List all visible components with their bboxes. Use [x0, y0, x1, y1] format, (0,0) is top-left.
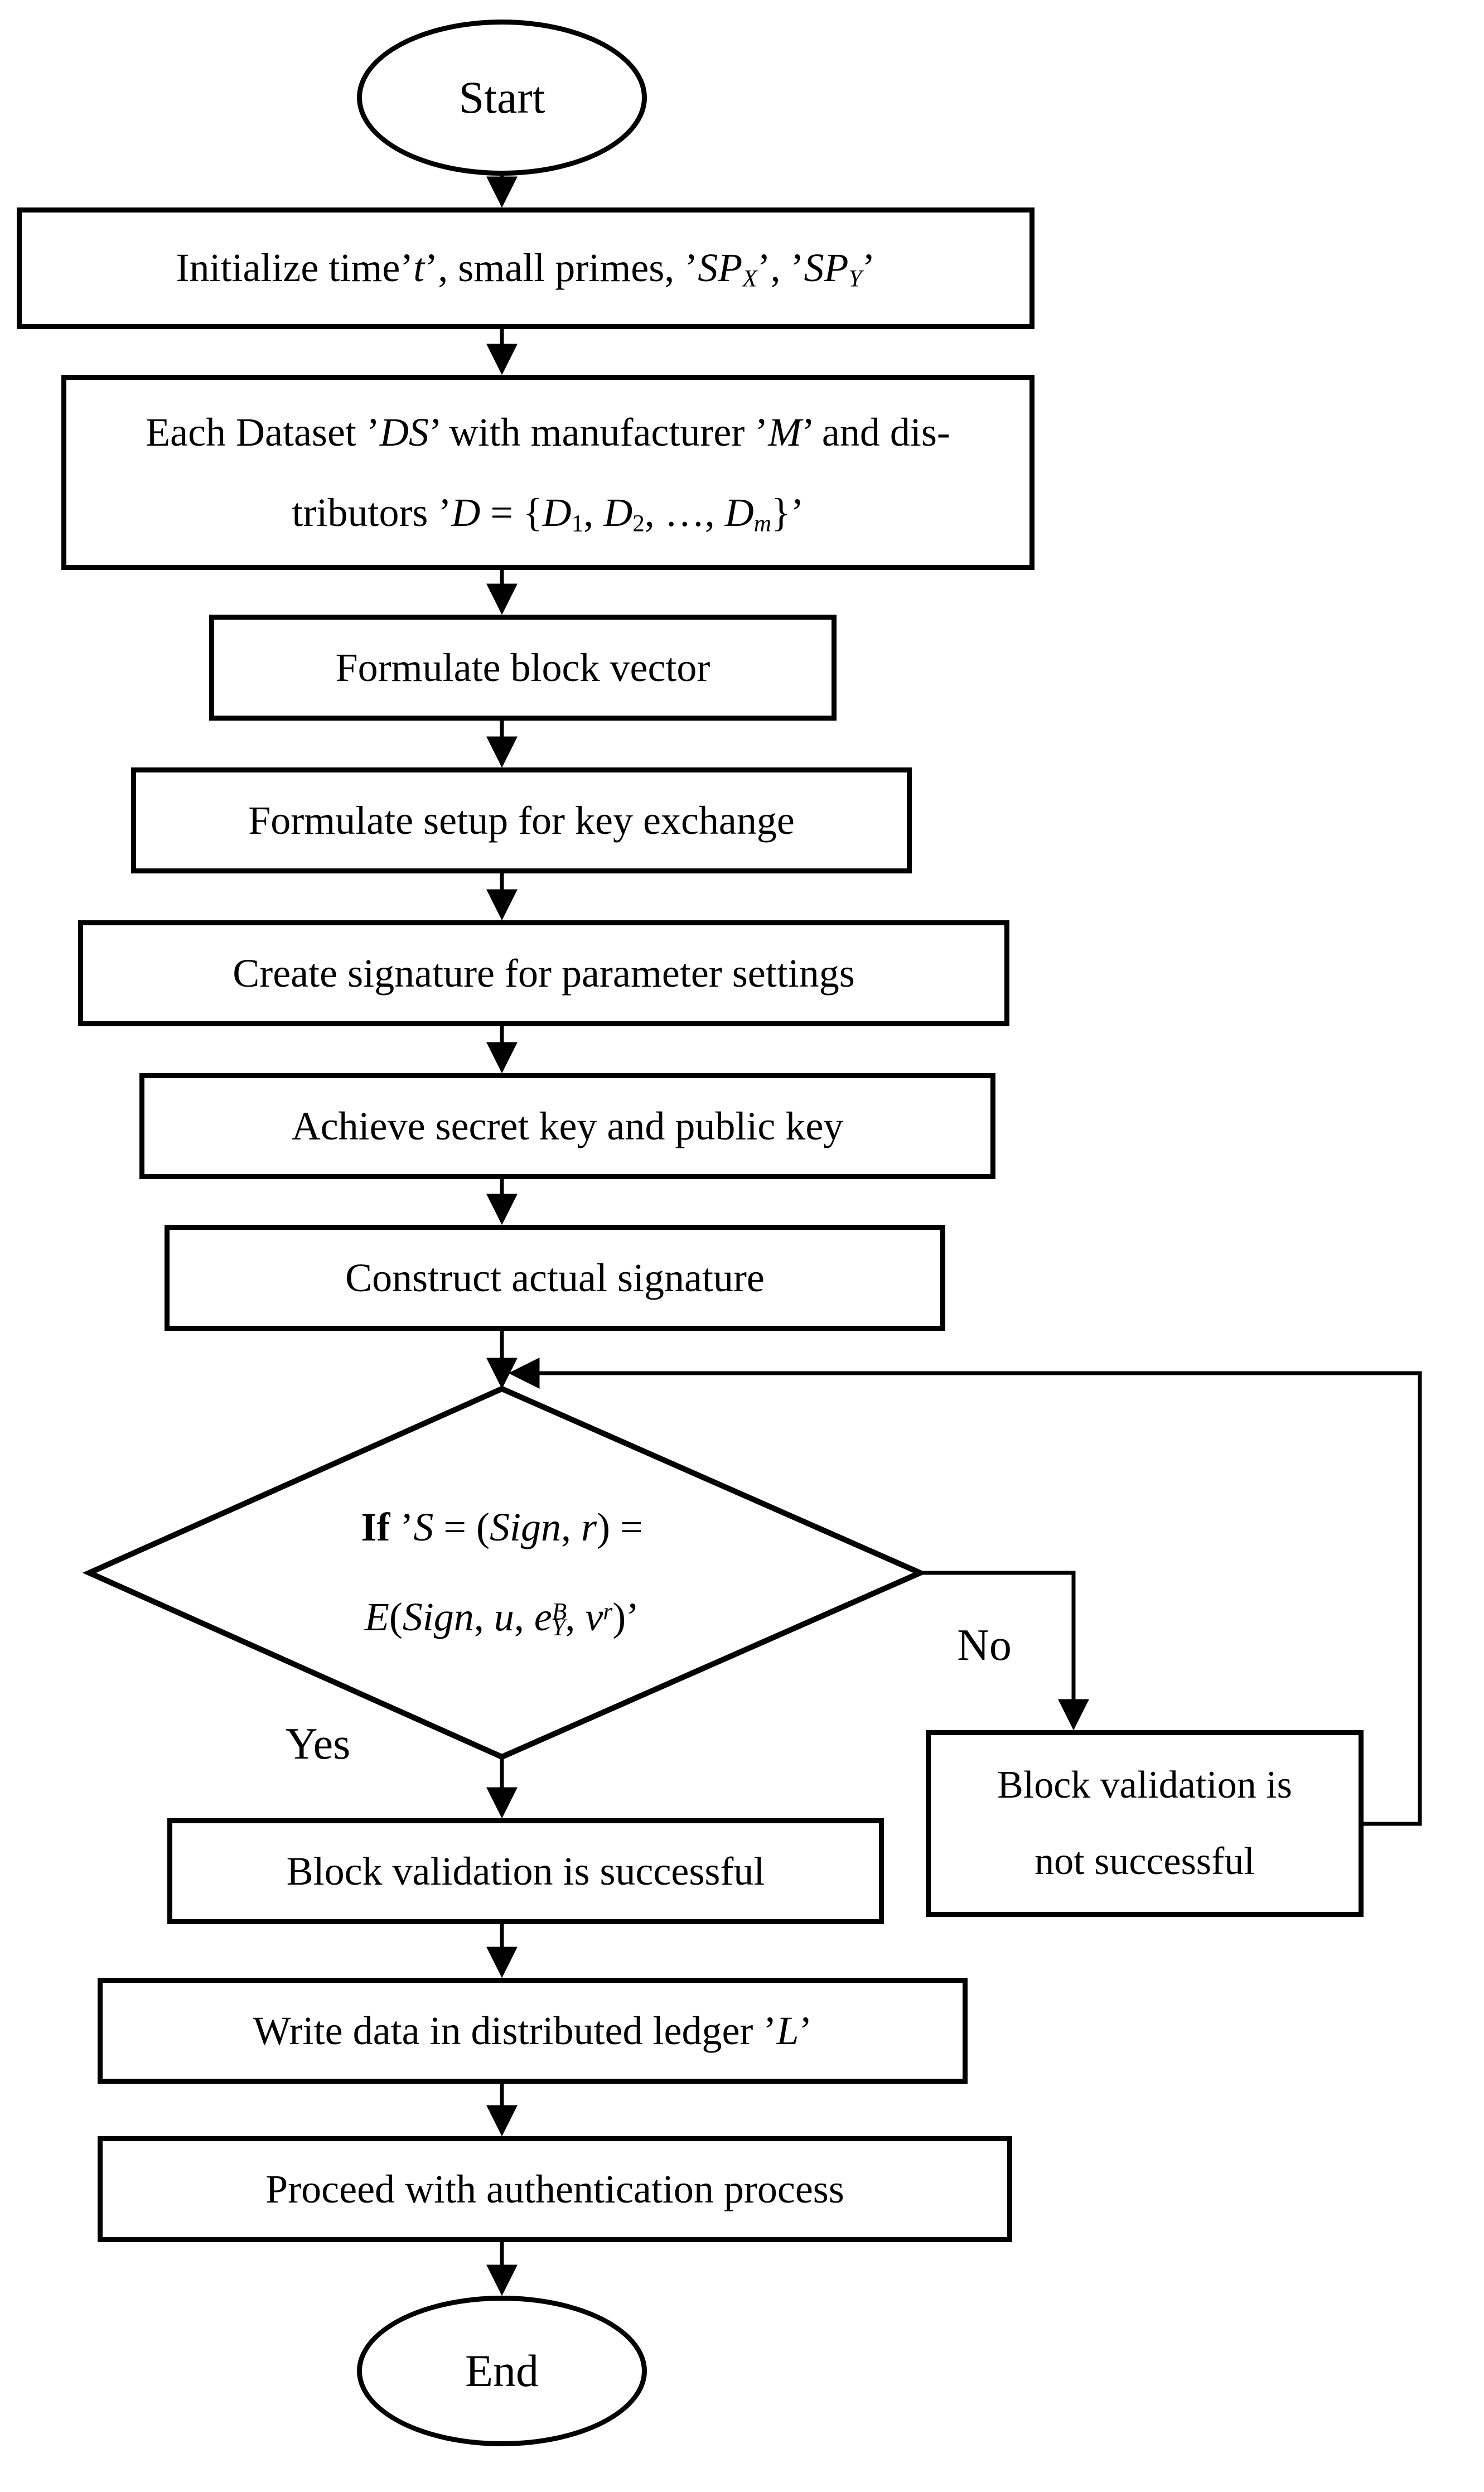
node-initialize: Initialize time’t’, small primes, ’SPX’,… — [17, 207, 1035, 329]
formulate-key-exchange-label: Formulate setup for key exchange — [248, 798, 795, 843]
node-end: End — [357, 2296, 647, 2446]
edge-decision-no — [920, 1571, 1089, 1731]
decision-line-1: If ’S = (Sign, r) = — [361, 1504, 643, 1549]
node-create-signature: Create signature for parameter settings — [78, 920, 1009, 1026]
write-ledger-label: Write data in distributed ledger ’L’ — [253, 2008, 813, 2053]
start-label: Start — [458, 71, 545, 123]
edge-feedback-loop — [508, 1358, 1422, 1826]
construct-signature-label: Construct actual signature — [345, 1255, 765, 1300]
dataset-label: Each Dataset ’DS’ with manufacturer ’M’ … — [146, 410, 950, 537]
authentication-label: Proceed with authentication process — [265, 2167, 844, 2211]
node-authentication: Proceed with authentication process — [98, 2136, 1012, 2242]
node-write-ledger: Write data in distributed ledger ’L’ — [98, 1978, 968, 2084]
formulate-block-vector-label: Formulate block vector — [335, 645, 710, 690]
node-achieve-keys: Achieve secret key and public key — [139, 1073, 995, 1179]
label-yes: Yes — [285, 1720, 351, 1769]
label-no: No — [957, 1621, 1012, 1670]
initialize-label: Initialize time’t’, small primes, ’SPX’,… — [176, 245, 876, 292]
validation-successful-label: Block validation is successful — [286, 1849, 765, 1894]
node-dataset: Each Dataset ’DS’ with manufacturer ’M’ … — [61, 375, 1035, 570]
achieve-keys-label: Achieve secret key and public key — [291, 1104, 844, 1148]
node-validation-successful: Block validation is successful — [167, 1818, 884, 1924]
create-signature-label: Create signature for parameter settings — [233, 951, 855, 996]
decision-line-2: E(Sign, u, eBY, vr)’ — [364, 1594, 640, 1641]
node-start: Start — [357, 20, 647, 176]
node-construct-signature: Construct actual signature — [165, 1225, 945, 1331]
node-formulate-key-exchange: Formulate setup for key exchange — [131, 767, 912, 873]
node-formulate-block-vector: Formulate block vector — [209, 615, 837, 721]
decision-text: If ’S = (Sign, r) = E(Sign, u, eBY, vr)’ — [145, 1456, 859, 1690]
end-label: End — [465, 2345, 539, 2396]
